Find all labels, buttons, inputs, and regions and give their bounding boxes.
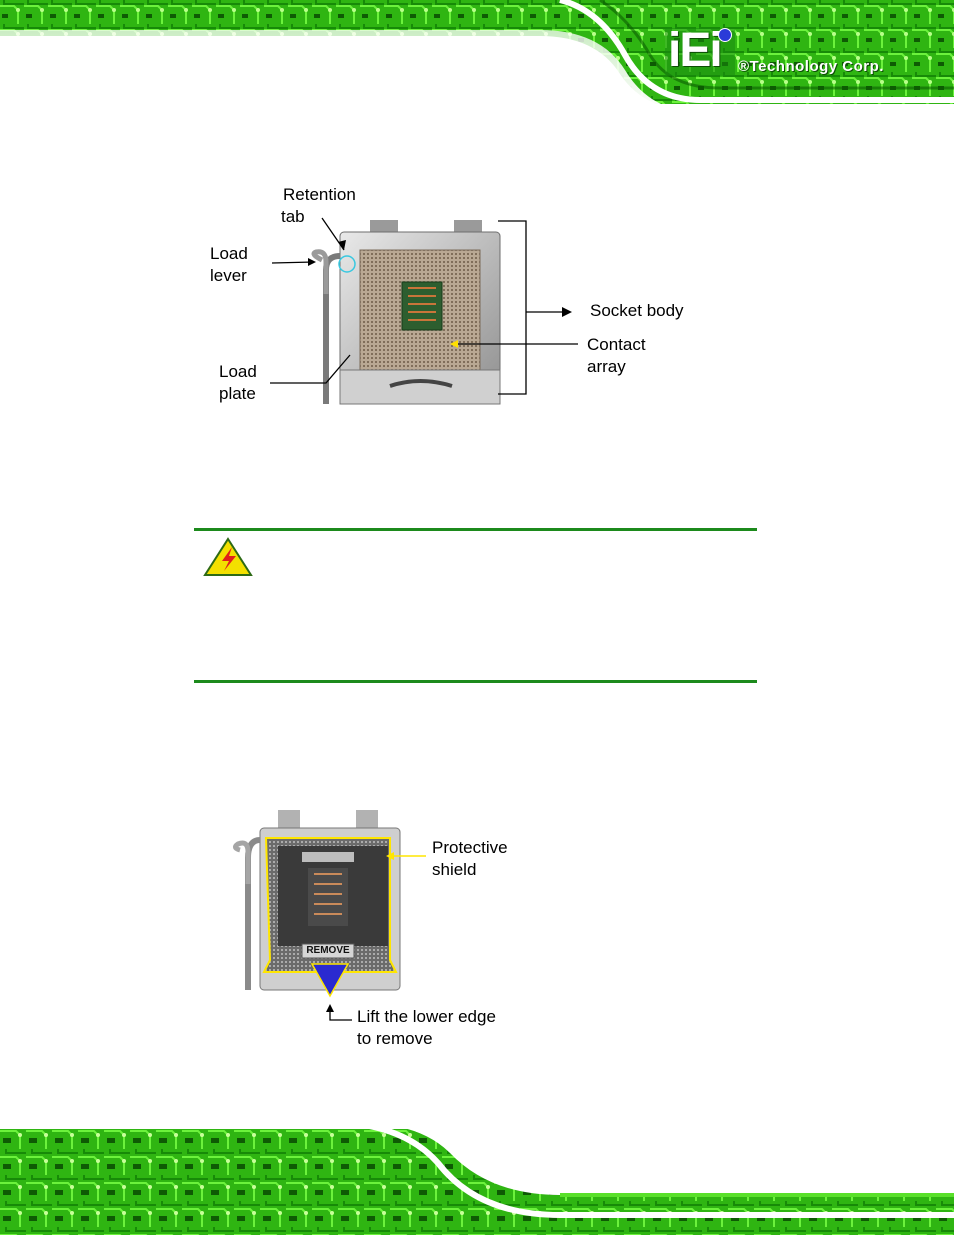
label-contact-array: Contact array: [587, 334, 646, 378]
label-lift-edge: Lift the lower edge to remove: [357, 1006, 496, 1050]
label-retention-tab: Retention tab: [281, 184, 356, 228]
label-lift-line2: to remove: [357, 1029, 433, 1048]
label-protective-line1: Protective: [432, 838, 508, 857]
label-retention-line1: Retention: [283, 185, 356, 204]
label-load-lever: Load lever: [210, 243, 248, 287]
label-load-lever-line1: Load: [210, 244, 248, 263]
label-load-lever-line2: lever: [210, 266, 247, 285]
brand-company: ®Technology Corp.: [738, 58, 884, 75]
label-protective-shield: Protective shield: [432, 837, 508, 881]
label-load-plate-line1: Load: [219, 362, 257, 381]
label-retention-line2: tab: [281, 207, 305, 226]
brand-dot-icon: [718, 28, 732, 42]
footer-banner: [0, 1123, 954, 1235]
socket-figure: [270, 217, 578, 405]
label-load-plate-line2: plate: [219, 384, 256, 403]
label-contact-line1: Contact: [587, 335, 646, 354]
label-socket-body: Socket body: [590, 301, 684, 320]
remove-label: REMOVE: [306, 945, 350, 956]
label-load-plate: Load plate: [219, 361, 257, 405]
warning-bottom-rule: [194, 680, 757, 683]
shield-figure: [232, 810, 426, 1021]
warning-lightning-icon: [203, 537, 253, 576]
header-banner: [0, 0, 954, 112]
brand-logo: iEi: [668, 24, 723, 77]
brand-logo-text: iEi: [668, 24, 723, 77]
label-lift-line1: Lift the lower edge: [357, 1007, 496, 1026]
warning-top-rule: [194, 528, 757, 531]
label-contact-line2: array: [587, 357, 626, 376]
label-protective-line2: shield: [432, 860, 477, 879]
